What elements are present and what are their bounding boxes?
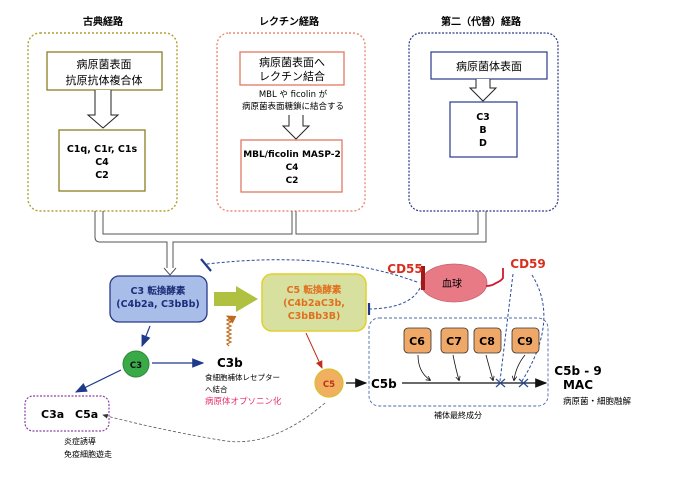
terminal-box-label: 補体最終成分 bbox=[434, 410, 482, 420]
c5a-label: C5a bbox=[75, 408, 98, 421]
c3b-desc-line-2: へ結合 bbox=[205, 384, 228, 394]
lectin-trigger-line-2: レクチン結合 bbox=[259, 69, 325, 83]
anaphylatoxins-desc-line-1: 炎症誘導 bbox=[64, 436, 96, 446]
c3-convertase-title: C3 転換酵素 bbox=[131, 285, 186, 297]
blood-cell-group: 血球 CD55 CD59 bbox=[387, 257, 546, 303]
c5-convertase-box bbox=[261, 273, 367, 332]
lectin-title: レクチン経路 bbox=[259, 15, 320, 28]
c5-convertase-title: C5 転換酵素 bbox=[287, 284, 342, 296]
c5b-label: C5b bbox=[371, 377, 397, 391]
alternative-components-box bbox=[449, 101, 518, 158]
lectin-note-line-1: MBL や ficolin が bbox=[259, 89, 328, 100]
c3b-label: C3b bbox=[217, 356, 243, 370]
classical-title: 古典経路 bbox=[83, 15, 124, 28]
c8-box bbox=[473, 327, 502, 354]
alternative-pathway: 第二（代替）経路 病原菌体表面 C3 B D bbox=[408, 15, 559, 212]
component-joining-arrows bbox=[417, 354, 526, 380]
c5-node-label: C5 bbox=[323, 380, 335, 390]
mac-title-line-2: MAC bbox=[563, 378, 593, 392]
cd59-label: CD59 bbox=[510, 257, 545, 271]
c8-label: C8 bbox=[479, 335, 495, 348]
c5-node bbox=[314, 368, 344, 398]
cd55-inhibits-c3-convertase-line bbox=[206, 259, 418, 283]
cd59-tail bbox=[485, 268, 504, 287]
c3-to-c3a-arrow bbox=[74, 369, 122, 393]
c6-box bbox=[403, 327, 432, 354]
anaphylatoxins-desc-line-2: 免疫細胞遊走 bbox=[64, 449, 112, 459]
classical-trigger-box bbox=[46, 51, 163, 91]
lectin-component-3: C2 bbox=[286, 176, 299, 186]
c3-convertase-subtitle: (C4b2a, C3bBb) bbox=[116, 299, 199, 310]
classical-container bbox=[27, 32, 178, 212]
cd55-marker bbox=[421, 266, 425, 290]
c3-convertase: C3 転換酵素 (C4b2a, C3bBb) bbox=[109, 275, 208, 323]
classical-components-box bbox=[58, 129, 146, 192]
lectin-trigger-line-1: 病原菌表面へ bbox=[259, 55, 325, 69]
c9-label: C9 bbox=[517, 335, 533, 348]
classical-trigger-line-2: 抗原抗体複合体 bbox=[66, 73, 143, 87]
pathway-merge-connector bbox=[94, 211, 487, 276]
terminal-complex: C5b C6 C7 C8 C9 補体最終成分 bbox=[368, 317, 549, 420]
alternative-title: 第二（代替）経路 bbox=[441, 15, 522, 28]
c3-node-label: C3 bbox=[130, 361, 142, 371]
cd55-label: CD55 bbox=[387, 262, 422, 276]
classical-trigger-line-1: 病原菌表面 bbox=[77, 57, 132, 71]
terminal-components-box bbox=[368, 317, 549, 407]
lectin-down-arrow bbox=[281, 115, 311, 140]
c9-box bbox=[511, 327, 540, 354]
inhibition-lines bbox=[206, 259, 545, 382]
c3b-to-c5-convertase-wavy-arrow bbox=[225, 315, 237, 347]
cd59-block-marks bbox=[495, 378, 529, 388]
mac-desc: 病原菌・細胞融解 bbox=[563, 396, 632, 407]
lectin-trigger-box bbox=[239, 51, 345, 86]
mac-title-line-1: C5b - 9 bbox=[554, 364, 601, 378]
alternative-component-1: C3 bbox=[476, 112, 490, 123]
c5-convertase-subtitle-2: C3bBb3B) bbox=[288, 311, 341, 322]
alternative-component-3: D bbox=[479, 138, 487, 149]
c7-box bbox=[440, 327, 469, 354]
c3-convertase-inhibit-bar bbox=[200, 258, 212, 272]
c5-to-c5a-dashed-arrow bbox=[102, 402, 326, 443]
alternative-container bbox=[408, 32, 559, 212]
lectin-component-1: MBL/ficolin MASP-2 bbox=[243, 150, 341, 160]
c3a-label: C3a bbox=[41, 408, 64, 421]
lectin-components-box bbox=[240, 139, 343, 193]
classical-pathway: 古典経路 病原菌表面 抗原抗体複合体 C1q, C1r, C1s C4 C2 bbox=[27, 15, 178, 212]
alternative-down-arrow bbox=[468, 79, 498, 102]
alternative-trigger-line-1: 病原菌体表面 bbox=[456, 59, 522, 73]
cd59-inhibits-c8-line bbox=[499, 273, 514, 382]
cd55-inhibits-c5-convertase-line bbox=[369, 287, 421, 310]
c3-convertase-box bbox=[109, 275, 208, 323]
c3-node bbox=[122, 350, 150, 378]
blood-cell-label: 血球 bbox=[442, 277, 462, 290]
lectin-pathway: レクチン経路 病原菌表面へ レクチン結合 MBL や ficolin が 病原菌… bbox=[216, 15, 366, 212]
c5-convertase: C5 転換酵素 (C4b2aC3b, C3bBb3B) bbox=[261, 273, 367, 332]
c3-to-c5-convertase-arrow bbox=[214, 286, 258, 312]
c3-convertase-to-c3-arrow bbox=[141, 325, 151, 348]
c3b-desc-line-1: 食細胞補体レセプター bbox=[205, 372, 280, 382]
c5-convertase-to-c5-arrow bbox=[305, 332, 323, 369]
c8-block-x-icon bbox=[495, 378, 506, 388]
cd59-inhibits-c9-line bbox=[521, 274, 545, 382]
classical-component-1: C1q, C1r, C1s bbox=[67, 144, 138, 155]
classical-component-2: C4 bbox=[95, 157, 109, 168]
c9-block-x-icon bbox=[518, 378, 529, 388]
c5-convertase-subtitle-1: (C4b2aC3b, bbox=[283, 298, 345, 309]
lectin-container bbox=[216, 32, 366, 212]
c6-label: C6 bbox=[409, 335, 425, 348]
c7-label: C7 bbox=[446, 335, 462, 348]
lectin-component-2: C4 bbox=[286, 163, 299, 173]
c3b-opsonization: 病原体オプソニン化 bbox=[205, 396, 282, 407]
alternative-trigger-box bbox=[430, 51, 548, 80]
alternative-component-2: B bbox=[479, 125, 486, 136]
lectin-note-line-2: 病原菌表面糖鎖に結合する bbox=[242, 101, 344, 112]
classical-down-arrow bbox=[86, 90, 120, 129]
classical-component-3: C2 bbox=[95, 170, 109, 181]
